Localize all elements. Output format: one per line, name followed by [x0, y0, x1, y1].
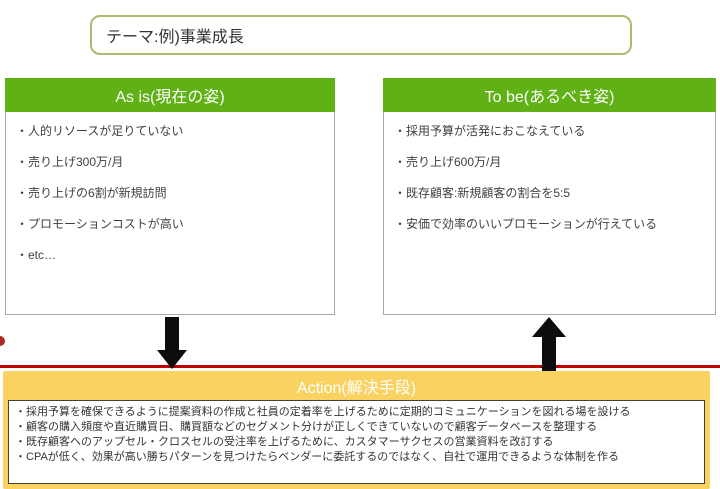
list-item: ・プロモーションコストが高い [16, 217, 184, 231]
as-is-body: ・人的リソースが足りていない ・売り上げ300万/月 ・売り上げの6割が新規訪問… [5, 112, 335, 315]
action-panel: Action(解決手段) ・採用予算を確保できるように提案資料の作成と社員の定着… [3, 371, 710, 489]
list-item: ・既存顧客:新規顧客の割合を5:5 [394, 186, 571, 200]
as-is-panel: As is(現在の姿) ・人的リソースが足りていない ・売り上げ300万/月 ・… [5, 78, 335, 315]
list-item: ・売り上げ300万/月 [16, 155, 124, 169]
action-body: ・採用予算を確保できるように提案資料の作成と社員の定着率を上げるために定期的コミ… [8, 400, 705, 484]
list-item: ・安価で効率のいいプロモーションが行えている [394, 217, 658, 231]
red-divider-line [0, 365, 720, 368]
list-item: ・人的リソースが足りていない [16, 124, 184, 138]
theme-title-text: テーマ:例)事業成長 [106, 29, 244, 46]
as-is-header: As is(現在の姿) [5, 78, 335, 112]
theme-title-box: テーマ:例)事業成長 [90, 15, 632, 55]
to-be-list: ・採用予算が活発におこなえている ・売り上げ600万/月 ・既存顧客:新規顧客の… [394, 124, 705, 248]
list-item: ・売り上げ600万/月 [394, 155, 502, 169]
action-header-label: Action(解決手段) [296, 379, 417, 397]
to-be-header: To be(あるべき姿) [383, 78, 716, 112]
list-item: ・etc… [16, 248, 57, 262]
list-item: ・売り上げの6割が新規訪問 [16, 186, 167, 200]
down-arrow-icon [157, 317, 187, 369]
action-list: ・採用予算を確保できるように提案資料の作成と社員の定着率を上げるために定期的コミ… [15, 405, 698, 465]
red-dot-decoration [0, 336, 5, 346]
list-item: ・CPAが低く、効果が高い勝ちパターンを見つけたらベンダーに委託するのではなく、… [15, 451, 620, 463]
list-item: ・採用予算が活発におこなえている [394, 124, 586, 138]
as-is-list: ・人的リソースが足りていない ・売り上げ300万/月 ・売り上げの6割が新規訪問… [16, 124, 324, 279]
as-is-header-label: As is(現在の姿) [115, 89, 225, 106]
to-be-panel: To be(あるべき姿) ・採用予算が活発におこなえている ・売り上げ600万/… [383, 78, 716, 315]
to-be-header-label: To be(あるべき姿) [484, 89, 615, 106]
list-item: ・採用予算を確保できるように提案資料の作成と社員の定着率を上げるために定期的コミ… [15, 406, 631, 418]
to-be-body: ・採用予算が活発におこなえている ・売り上げ600万/月 ・既存顧客:新規顧客の… [383, 112, 716, 315]
list-item: ・既存顧客へのアップセル・クロスセルの受注率を上げるために、カスタマーサクセスの… [15, 436, 554, 448]
up-arrow-icon [532, 317, 566, 372]
action-header: Action(解決手段) [3, 371, 710, 400]
list-item: ・顧客の購入頻度や直近購買日、購買額などのセグメント分けが正しくできていないので… [15, 421, 598, 433]
